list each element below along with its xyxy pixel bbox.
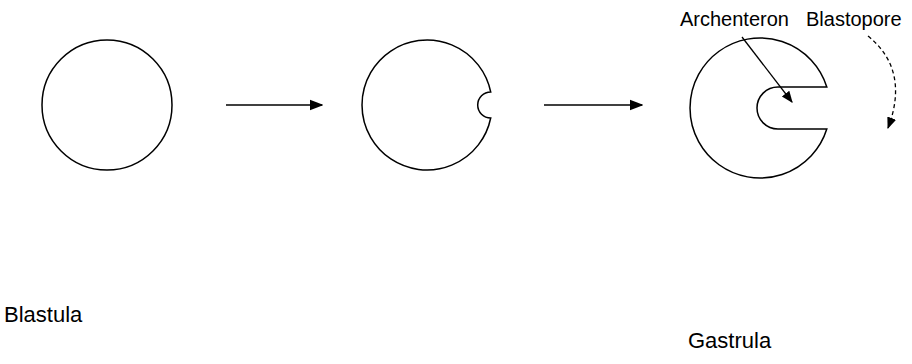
stage-arrow — [226, 104, 322, 106]
stage-label: Archenteron — [680, 8, 789, 31]
stage-label: Blastula — [4, 302, 82, 327]
leader-arrow — [742, 37, 792, 102]
leader-arrow — [868, 36, 896, 128]
stage-label: Gastrula — [688, 328, 771, 353]
invaginating-embryo — [362, 40, 491, 170]
stage-label: Blastopore — [806, 8, 902, 31]
stage-arrow — [544, 104, 642, 106]
blastula-circle — [42, 40, 172, 170]
